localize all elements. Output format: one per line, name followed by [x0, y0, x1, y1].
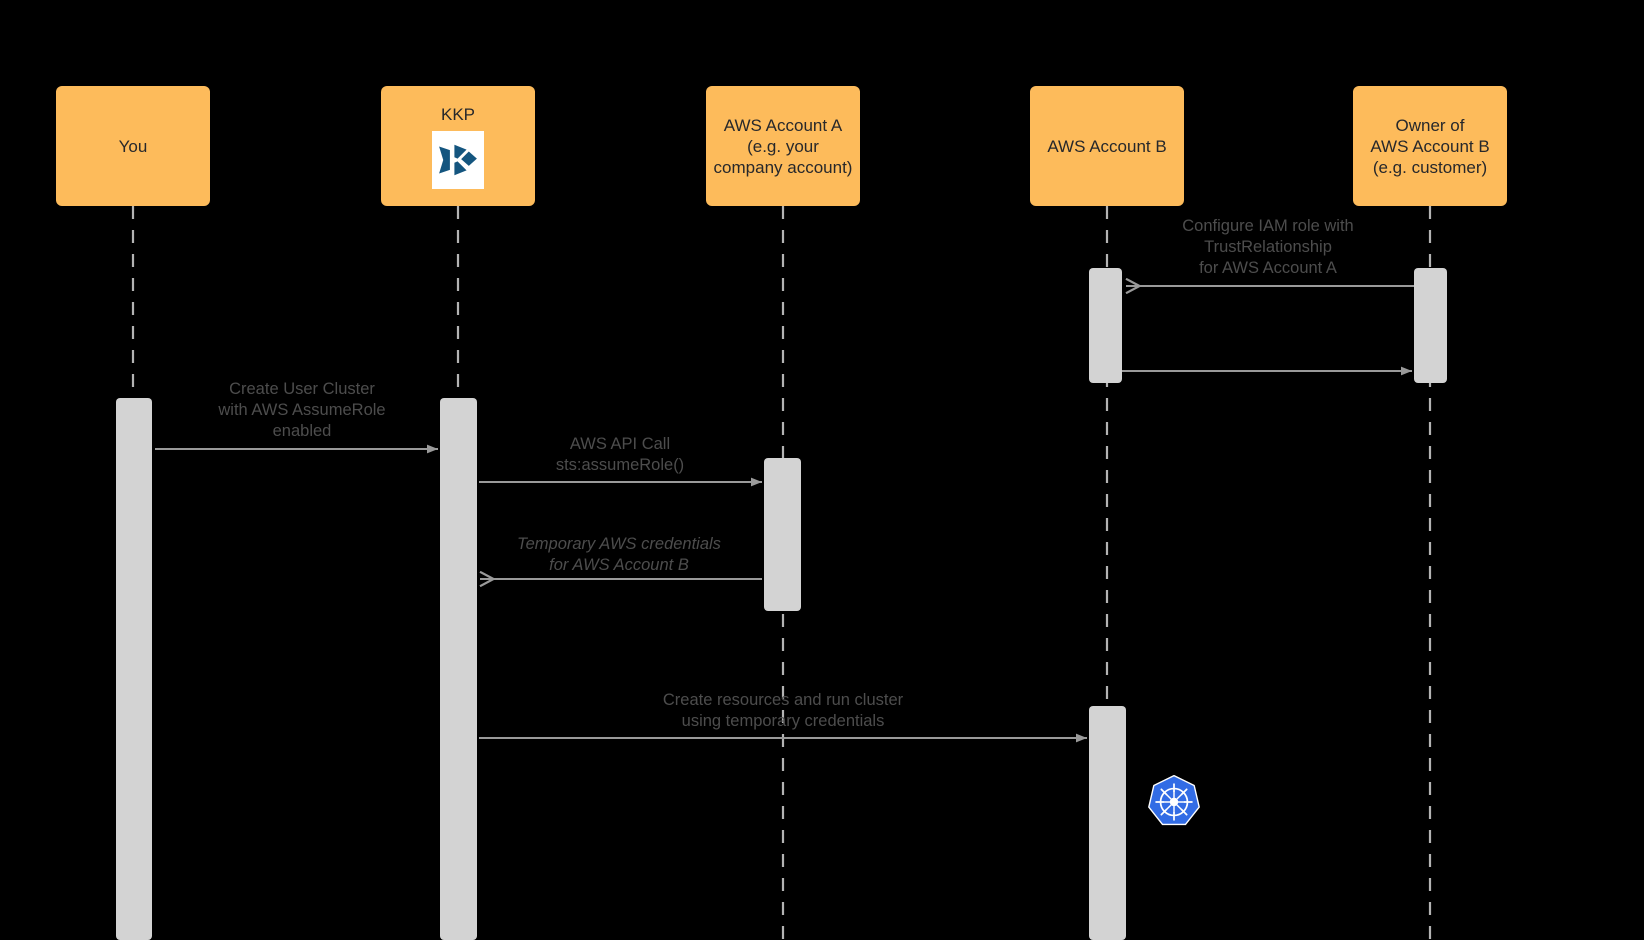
activation-bar-you: [116, 398, 152, 940]
participant-label-you: You: [118, 136, 148, 156]
participant-you[interactable]: You: [56, 86, 210, 206]
participant-aws-account-b[interactable]: AWS Account B: [1030, 86, 1184, 206]
activation-bar-aws-account-b: [1089, 706, 1126, 940]
message-label-msg-create-resources: Create resources and run cluster using t…: [662, 691, 904, 730]
message-label-msg-sts-assume-role: AWS API Call sts:assumeRole(): [555, 435, 685, 474]
message-label-msg-configure-iam: Configure IAM role with TrustRelationshi…: [1182, 217, 1354, 277]
kubernetes-logo: [1146, 772, 1202, 832]
participant-kkp[interactable]: KKP: [381, 86, 535, 206]
activation-bar-kkp: [440, 398, 477, 940]
participant-label-aws-account-b: AWS Account B: [1047, 136, 1167, 156]
activation-bar-aws-account-a: [764, 458, 801, 611]
message-label-msg-temporary-credentials: Temporary AWS credentials for AWS Accoun…: [517, 535, 721, 574]
participant-label-kkp: KKP: [440, 105, 476, 124]
activation-bar-aws-account-b: [1089, 268, 1122, 383]
activation-bar-owner-aws-account-b: [1414, 268, 1447, 383]
messages-layer: [155, 286, 1414, 743]
activations-layer: [116, 268, 1447, 940]
participant-owner-aws-account-b[interactable]: Owner of AWS Account B (e.g. customer): [1353, 86, 1507, 206]
participant-label-owner-aws-account-b: Owner of AWS Account B (e.g. customer): [1370, 115, 1490, 177]
kkp-logo-mark: [439, 144, 477, 176]
participant-label-aws-account-a: AWS Account A (e.g. your company account…: [713, 115, 853, 177]
kkp-logo-icon: [432, 131, 484, 189]
kubernetes-logo-icon: [1148, 774, 1200, 826]
message-label-msg-create-user-cluster: Create User Cluster with AWS AssumeRole …: [218, 380, 386, 440]
participant-aws-account-a[interactable]: AWS Account A (e.g. your company account…: [706, 86, 860, 206]
